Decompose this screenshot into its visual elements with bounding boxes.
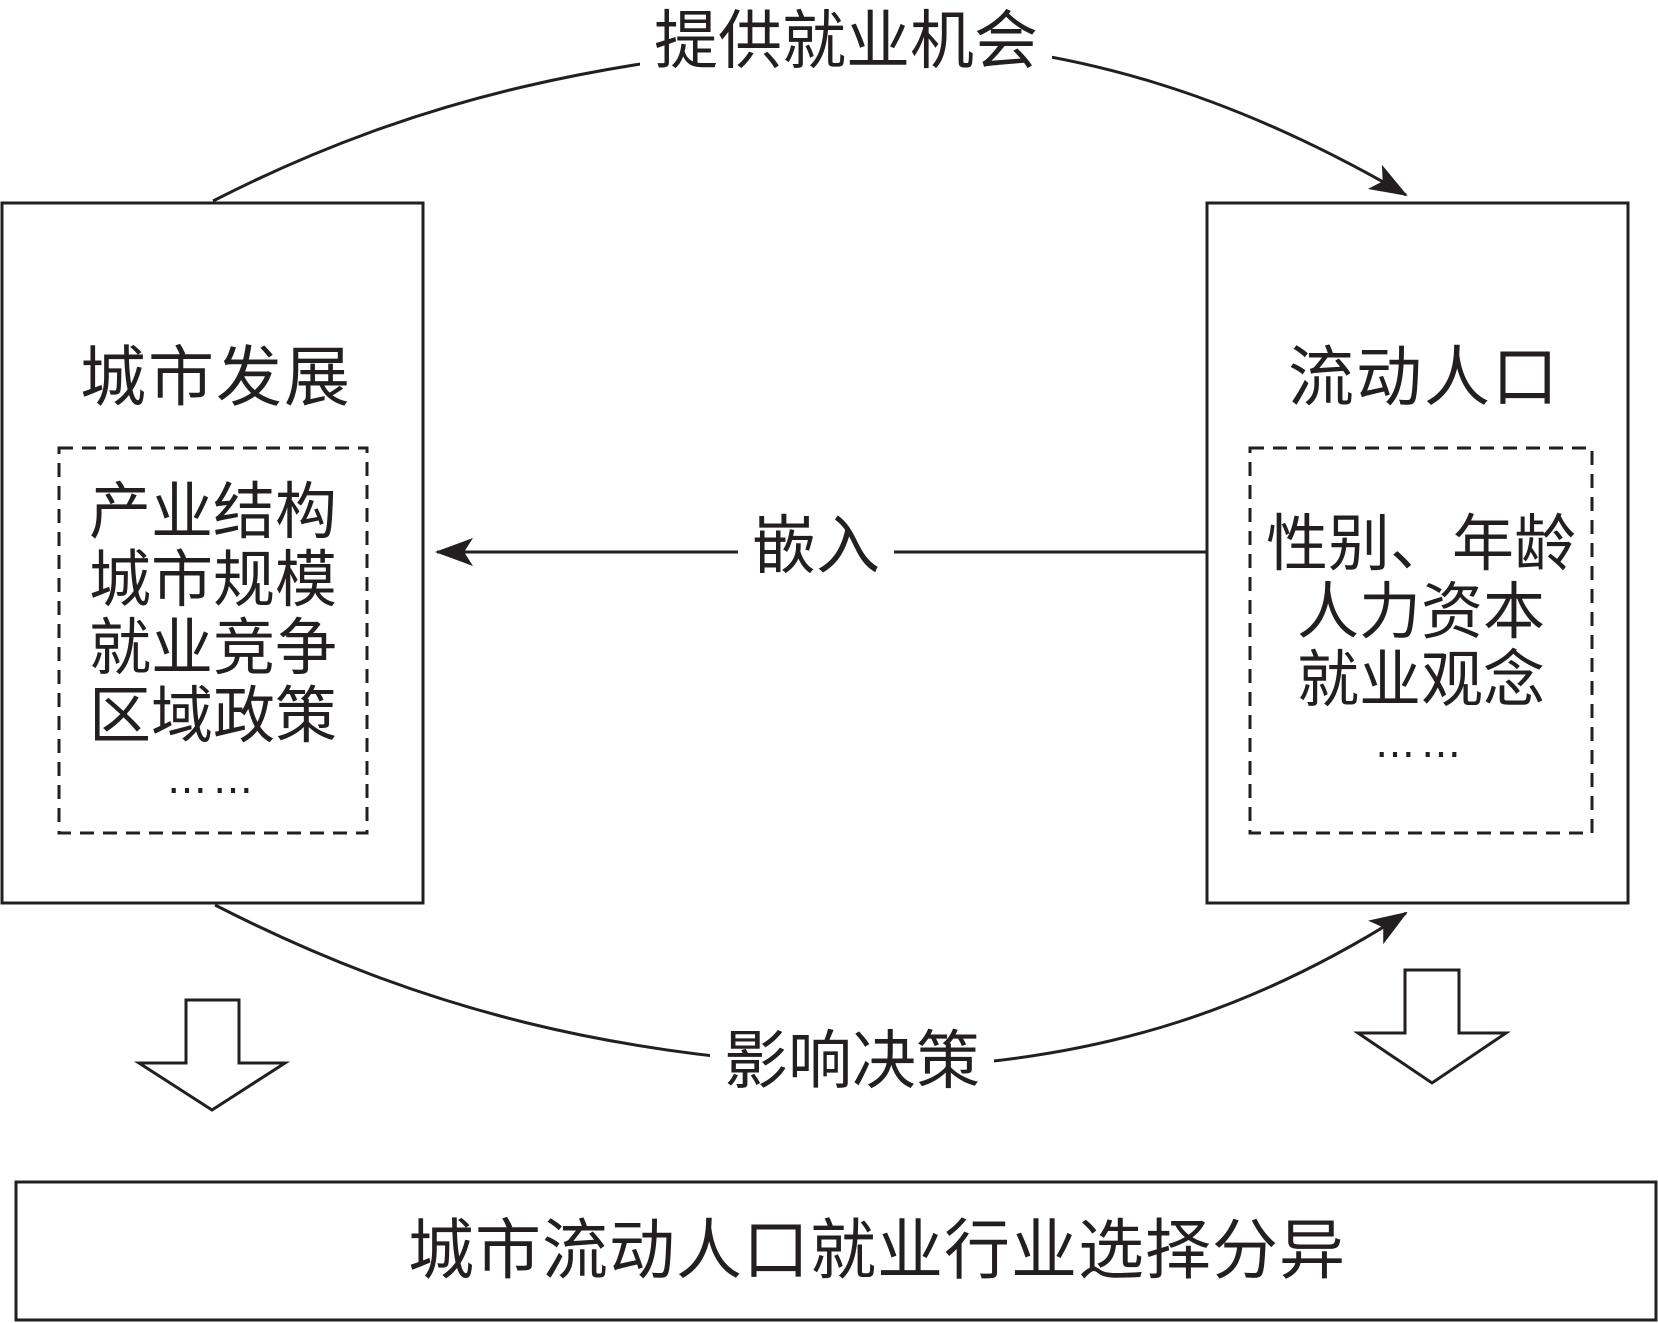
right-down-arrow: [1353, 968, 1511, 1085]
left-box-title: 城市发展: [80, 339, 352, 416]
result-box: [14, 1180, 1658, 1322]
left-down-arrow: [133, 998, 291, 1112]
right-dashed-box: [1248, 446, 1594, 835]
right-item: 人力资本: [1296, 575, 1545, 648]
right-item-ellipsis: ……: [1375, 721, 1467, 767]
left-item-ellipsis: ……: [167, 757, 259, 803]
right-item-list: 性别、年龄 人力资本 就业观念 ……: [1255, 510, 1587, 774]
right-box-title: 流动人口: [1288, 339, 1560, 416]
bottom-edge-label: 影响决策: [710, 1030, 994, 1094]
top-edge-label: 提供就业机会: [640, 10, 1052, 74]
left-item-list: 产业结构 城市规模 就业竞争 区域政策 ……: [69, 478, 357, 810]
left-item: 产业结构: [88, 475, 337, 548]
left-item: 就业竞争: [88, 611, 337, 684]
result-label: 城市流动人口就业行业选择分异: [408, 1212, 1346, 1289]
left-box: [0, 201, 425, 905]
left-item: 区域政策: [88, 679, 337, 752]
right-item: 就业观念: [1296, 643, 1545, 716]
left-item: 城市规模: [88, 543, 337, 616]
right-item: 性别、年龄: [1265, 507, 1576, 580]
middle-edge-label: 嵌入: [738, 515, 894, 579]
